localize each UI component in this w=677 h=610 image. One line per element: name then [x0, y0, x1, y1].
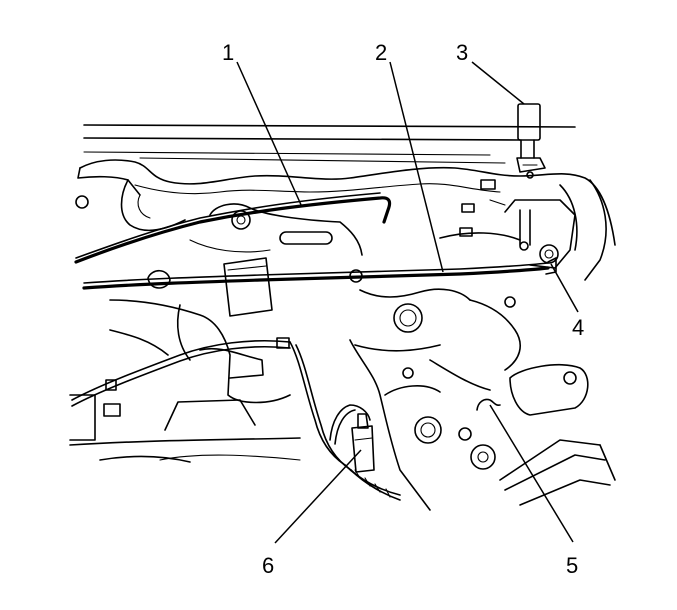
callout-3: 3: [456, 40, 468, 65]
leader-line-2: [389, 61, 444, 273]
leader-line-5: [489, 404, 574, 543]
cable-retainer-block: [147, 257, 363, 317]
component-6-connector: [351, 413, 375, 473]
component-4-cable-end: [539, 244, 559, 264]
leader-lines: [236, 61, 579, 544]
callout-6: 6: [262, 553, 274, 578]
upper-right-brackets: [439, 179, 576, 269]
lower-left-structure: [69, 329, 301, 463]
leader-line-4: [550, 263, 579, 313]
leader-line-6: [274, 449, 362, 544]
lower-right-structure: [384, 364, 616, 506]
callout-1: 1: [222, 40, 234, 65]
callout-2: 2: [375, 40, 387, 65]
component-3-actuator: [516, 103, 546, 179]
callout-4: 4: [572, 315, 584, 340]
middle-structure: [109, 288, 521, 511]
cable-2: [82, 257, 557, 290]
center-bracket-plate: [189, 203, 363, 256]
component-5-clip: [476, 398, 501, 411]
wiring-harness: [71, 337, 401, 501]
callout-5: 5: [566, 553, 578, 578]
upper-panel-outline: [75, 159, 616, 281]
cowl-top-lines: [83, 124, 576, 164]
leader-line-1: [236, 61, 303, 208]
leader-line-3: [471, 61, 525, 105]
